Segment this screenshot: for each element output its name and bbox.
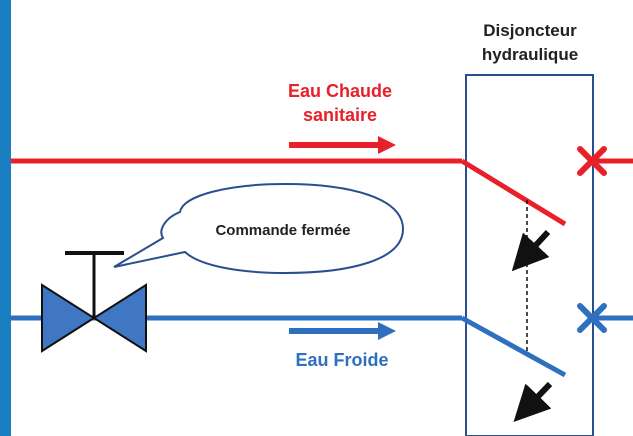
hot-label-line1: Eau Chaude (288, 81, 392, 101)
hot-label-line2: sanitaire (303, 105, 377, 125)
breaker-title-line2: hydraulique (482, 45, 578, 64)
cold-pipe-switch-arm (460, 315, 567, 378)
left-accent-bar (0, 0, 11, 436)
hot-pipe-switch-arm (460, 158, 567, 227)
blue-cross-icon (577, 303, 607, 333)
cold-flow-arrow (289, 322, 396, 340)
breaker-box (465, 74, 594, 436)
hot-actuation-arrow (511, 229, 551, 272)
gate-valve-icon (41, 251, 147, 353)
breaker-title-line1: Disjoncteur (483, 21, 577, 40)
command-label: Commande fermée (215, 222, 350, 239)
hot-flow-arrow (289, 136, 396, 154)
cold-actuation-arrow (513, 381, 553, 422)
red-cross-icon (577, 146, 607, 176)
cold-label: Eau Froide (295, 350, 388, 370)
command-speech-bubble (113, 182, 405, 275)
